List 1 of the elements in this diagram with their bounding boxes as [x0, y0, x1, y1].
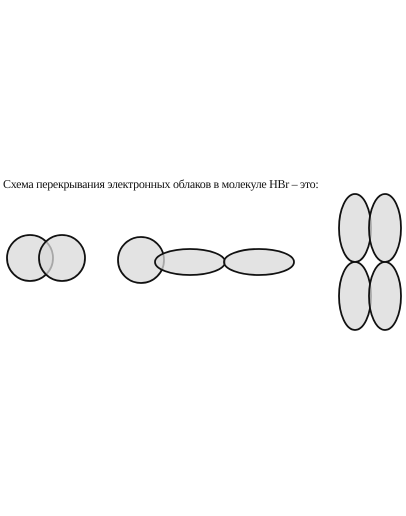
question-text: Схема перекрывания электронных облаков в молекуле HBr – это: [3, 177, 318, 192]
